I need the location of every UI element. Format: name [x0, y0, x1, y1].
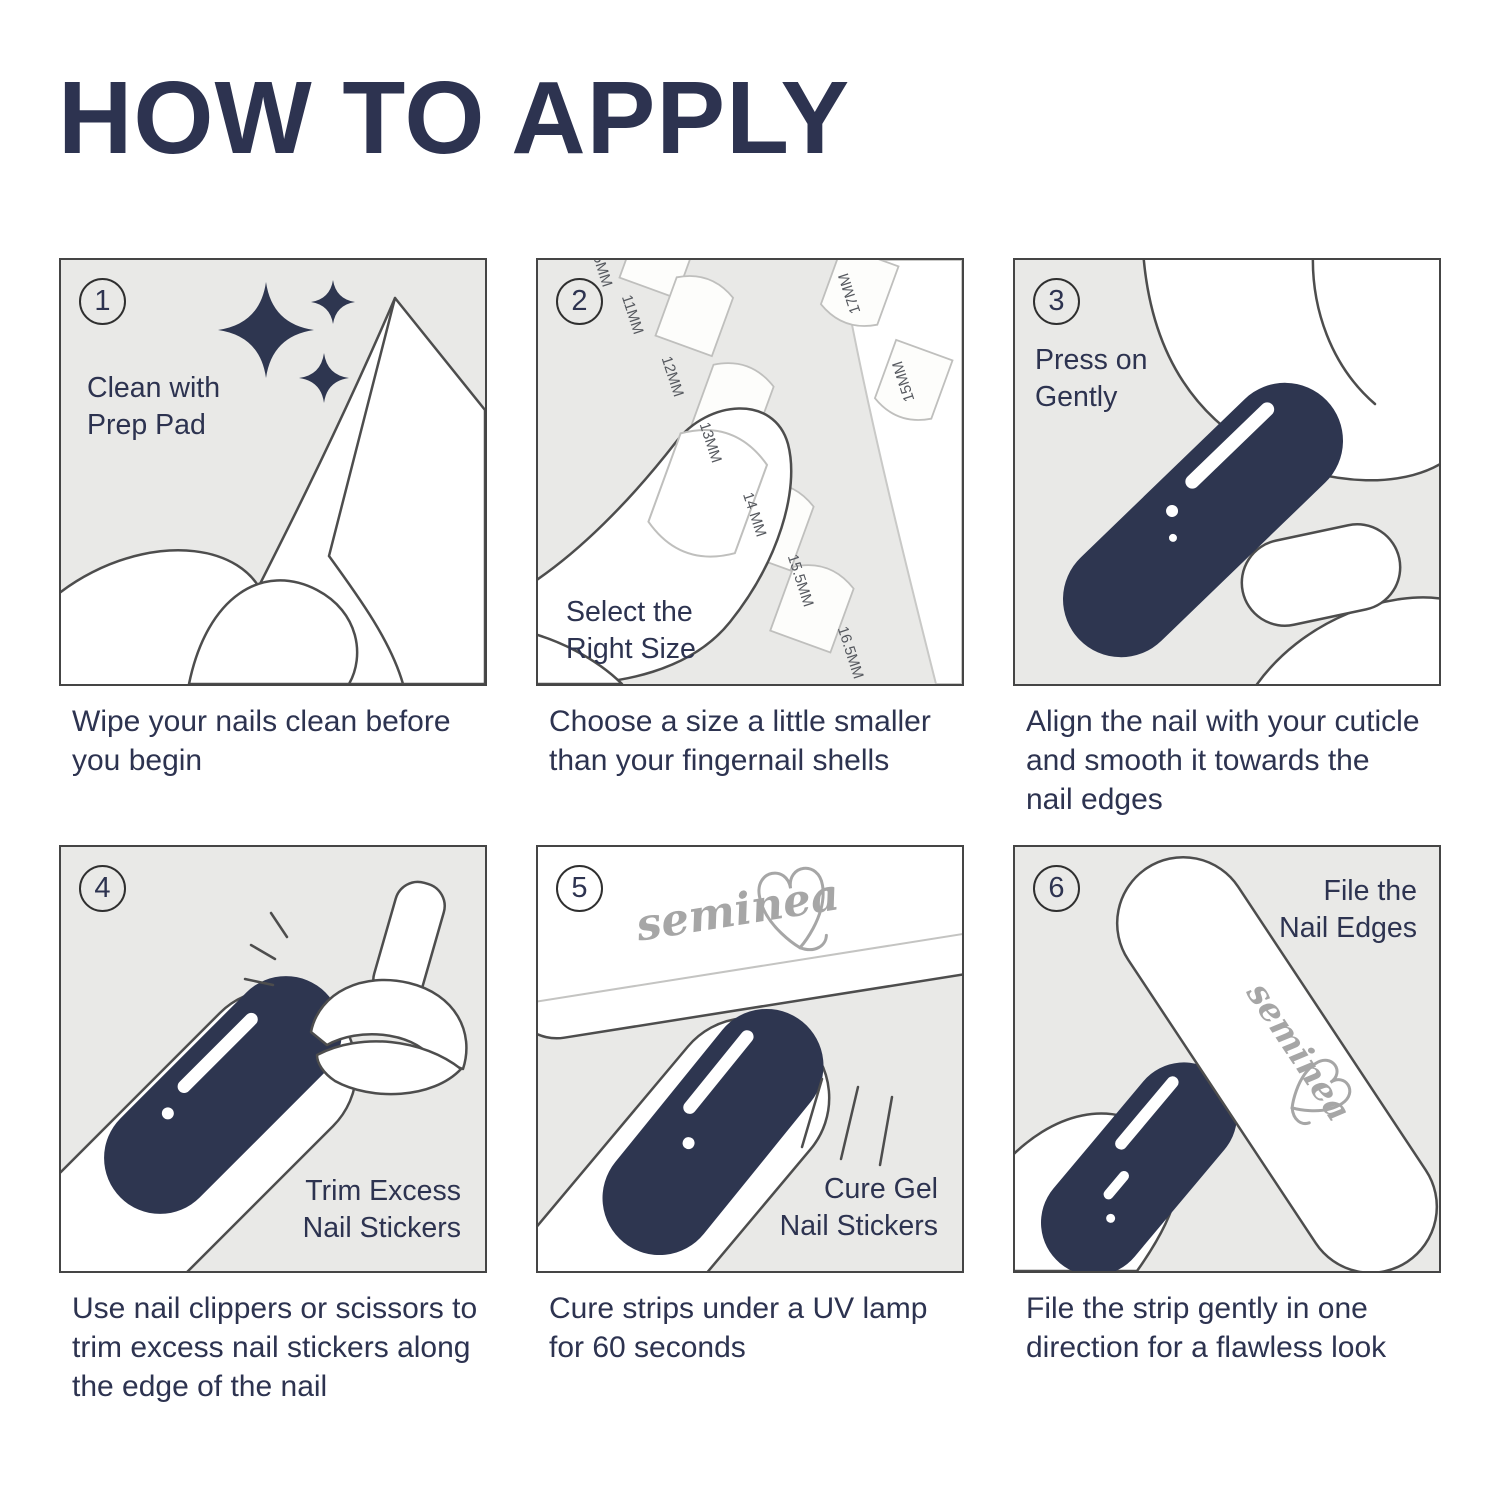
fingernail: [647, 429, 769, 558]
spark-lines: [243, 911, 289, 987]
step-2-illustration: 5MM 11MM 12MM 13MM 14 MM 15.5MM 16.5MM 1…: [538, 260, 962, 684]
step-5-panel: seminea 5 Cure Gel Nail Stickers: [536, 845, 964, 1273]
thumb: [1240, 523, 1402, 627]
step-5-illustration: seminea: [538, 847, 962, 1271]
step-3-panel: 3 Press on Gently: [1013, 258, 1441, 686]
step-label: Cure Gel Nail Stickers: [779, 1173, 938, 1242]
steps-grid: 1 Clean with Prep Pad Wipe your nails cl…: [59, 258, 1441, 1432]
nail-sticker: [1062, 382, 1344, 658]
nail-sticker: [1041, 1062, 1237, 1271]
step-3-illustration: [1062, 260, 1439, 684]
step-label: Trim Excess Nail Stickers: [302, 1175, 461, 1244]
step-6-panel: seminea 6 File the Nail Edges: [1013, 845, 1441, 1273]
step-number-badge: 6: [1033, 865, 1080, 912]
step-3: 3 Press on Gently Align the nail with yo…: [1013, 258, 1441, 845]
step-1-illustration: [61, 280, 485, 684]
heart-icon: [1290, 1058, 1352, 1113]
step-4-illustration: [61, 880, 468, 1271]
step-5-caption: Cure strips under a UV lamp for 60 secon…: [549, 1292, 928, 1364]
step-6-caption: File the strip gently in one direction f…: [1026, 1292, 1387, 1364]
step-number-badge: 2: [556, 278, 603, 325]
step-1: 1 Clean with Prep Pad Wipe your nails cl…: [59, 258, 487, 845]
size-label: 12MM: [658, 354, 687, 399]
finger: [538, 407, 793, 684]
page-title: HOW TO APPLY: [58, 60, 851, 175]
step-3-caption: Align the nail with your cuticle and smo…: [1026, 705, 1420, 816]
step-4-panel: 4 Trim Excess Nail Stickers: [59, 845, 487, 1273]
finger: [187, 579, 359, 684]
size-label: 16.5MM: [834, 624, 867, 681]
step-6-illustration: seminea: [1015, 855, 1439, 1271]
step-number: 4: [94, 872, 111, 904]
heart-icon: [757, 866, 825, 950]
step-number: 2: [571, 285, 588, 317]
step-6: seminea 6 File the Nail Edges File the s…: [1013, 845, 1441, 1432]
step-5: seminea 5 Cure Gel Nail Stickers Cure st…: [536, 845, 964, 1432]
step-number-badge: 3: [1033, 278, 1080, 325]
step-4: 4 Trim Excess Nail Stickers Use nail cli…: [59, 845, 487, 1432]
size-label: 11MM: [618, 293, 647, 337]
sparkles-icon: [218, 280, 355, 403]
step-4-caption: Use nail clippers or scissors to trim ex…: [72, 1292, 478, 1403]
step-label: File the Nail Edges: [1279, 875, 1417, 944]
step-number: 3: [1048, 285, 1065, 317]
lamp-rays: [800, 1077, 894, 1167]
step-1-caption: Wipe your nails clean before you begin: [72, 705, 451, 777]
nail-sticker: [602, 1008, 824, 1256]
nail-clipper: [243, 880, 468, 1096]
step-number: 5: [571, 872, 588, 904]
step-number-badge: 5: [556, 865, 603, 912]
step-2-caption: Choose a size a little smaller than your…: [549, 705, 931, 777]
step-label: Clean with Prep Pad: [87, 372, 221, 441]
step-number-badge: 1: [79, 278, 126, 325]
step-label: Press on Gently: [1035, 344, 1148, 413]
nail-sticker: [104, 976, 342, 1214]
step-2: 5MM 11MM 12MM 13MM 14 MM 15.5MM 16.5MM 1…: [536, 258, 964, 845]
step-2-panel: 5MM 11MM 12MM 13MM 14 MM 15.5MM 16.5MM 1…: [536, 258, 964, 686]
uv-lamp: seminea: [538, 847, 962, 1040]
step-number: 1: [94, 285, 111, 317]
step-number: 6: [1048, 872, 1065, 904]
step-1-panel: 1 Clean with Prep Pad: [59, 258, 487, 686]
step-number-badge: 4: [79, 865, 126, 912]
step-label: Select the Right Size: [566, 596, 696, 665]
